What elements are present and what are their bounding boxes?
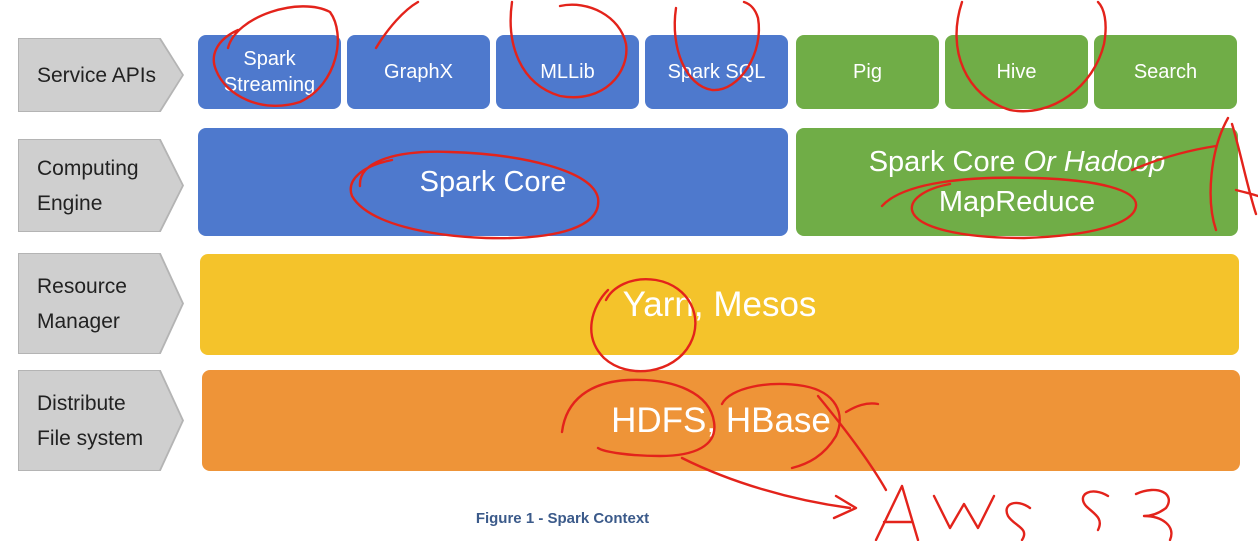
layer-label-engine: Engine xyxy=(37,191,103,215)
layer-arrow-resource-manager: Resource Manager xyxy=(18,253,184,354)
layer-label-computing: Computing xyxy=(37,156,139,180)
resource-manager-label: Yarn, Mesos xyxy=(622,284,817,324)
layer-label-service-apis: Service APIs xyxy=(37,63,157,87)
engine-spark-core: Spark Core xyxy=(198,128,788,236)
file-system-label: HDFS, HBase xyxy=(611,400,831,440)
api-pig: Pig xyxy=(796,35,939,109)
api-spark-streaming-line1: Spark xyxy=(243,48,296,70)
layer-label-manager: Manager xyxy=(37,309,120,333)
layer-label-resource: Resource xyxy=(37,274,127,298)
annotation-letter-w xyxy=(932,494,996,530)
engine-alt-plain: Spark Core xyxy=(868,146,1024,178)
api-spark-sql-label: Spark SQL xyxy=(667,61,766,83)
engine-alt-italic: Or Hadoop xyxy=(1023,146,1166,178)
engine-spark-or-mapreduce: Spark Core Or Hadoop MapReduce xyxy=(796,128,1238,236)
annotation-digit-3 xyxy=(1134,488,1173,541)
api-graphx: GraphX xyxy=(347,35,490,109)
api-search-label: Search xyxy=(1133,61,1198,83)
engine-alt-line1: Spark Core Or Hadoop xyxy=(869,142,1166,182)
figure-caption: Figure 1 - Spark Context xyxy=(475,510,650,527)
engine-alt-line2: MapReduce xyxy=(938,186,1096,218)
annotation-letter-s1 xyxy=(1005,501,1032,541)
api-search: Search xyxy=(1094,35,1237,109)
annotation-letter-s2 xyxy=(1081,490,1110,532)
api-pig-label: Pig xyxy=(853,61,882,83)
layer-arrow-computing-engine: Computing Engine xyxy=(18,139,184,232)
api-graphx-label: GraphX xyxy=(384,61,453,83)
api-hive-label: Hive xyxy=(996,61,1037,83)
api-spark-sql: Spark SQL xyxy=(645,35,788,109)
api-spark-streaming-line2: Streaming xyxy=(223,74,316,96)
resource-manager-bar: Yarn, Mesos xyxy=(200,254,1239,355)
layer-arrow-service-apis: Service APIs xyxy=(18,38,184,112)
file-system-bar: HDFS, HBase xyxy=(202,370,1240,471)
engine-spark-core-label: Spark Core xyxy=(419,166,567,198)
layer-label-distribute: Distribute xyxy=(37,391,126,415)
annotation-letter-a xyxy=(874,484,920,541)
api-mllib-label: MLLib xyxy=(540,61,595,83)
layer-label-file-system: File system xyxy=(37,426,144,450)
api-hive: Hive xyxy=(945,35,1088,109)
api-mllib: MLLib xyxy=(496,35,639,109)
api-spark-streaming: Spark Streaming xyxy=(198,35,341,109)
layer-arrow-file-system: Distribute File system xyxy=(18,370,184,471)
